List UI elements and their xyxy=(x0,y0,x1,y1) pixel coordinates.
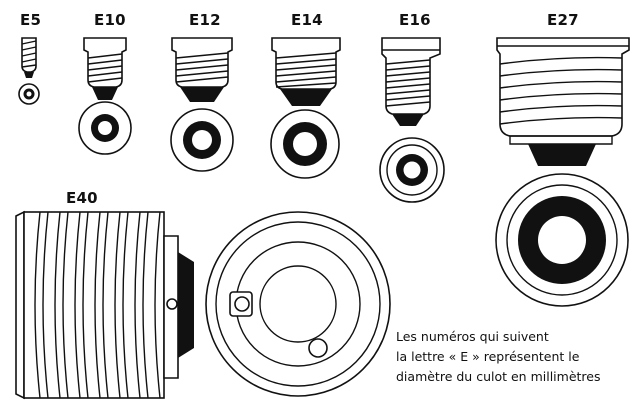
e40-base-side xyxy=(15,210,194,400)
e5-base-bottom xyxy=(18,83,40,105)
e10-base-bottom xyxy=(78,101,132,155)
caption-line-2: la lettre « E » représentent le xyxy=(396,349,580,364)
e16-base-bottom xyxy=(379,137,445,203)
e27-base-bottom xyxy=(495,173,629,307)
label-e40: E40 xyxy=(66,189,98,207)
label-e5: E5 xyxy=(20,11,42,29)
e14-base-bottom xyxy=(270,109,340,179)
e16-base-side xyxy=(381,37,441,126)
label-e16: E16 xyxy=(399,11,431,29)
caption: Les numéros qui suivent la lettre « E » … xyxy=(396,327,636,387)
e27-base-side xyxy=(496,37,630,166)
caption-line-1: Les numéros qui suivent xyxy=(396,329,549,344)
e5-base-side xyxy=(21,37,37,78)
label-e27: E27 xyxy=(547,11,579,29)
e14-base-side xyxy=(271,37,341,106)
e40-base-bottom xyxy=(205,211,391,397)
label-e14: E14 xyxy=(291,11,323,29)
e12-base-side xyxy=(171,37,233,102)
caption-line-3: diamètre du culot en millimètres xyxy=(396,369,601,384)
label-e12: E12 xyxy=(189,11,221,29)
e12-base-bottom xyxy=(170,108,234,172)
e10-base-side xyxy=(83,37,127,100)
label-e10: E10 xyxy=(94,11,126,29)
